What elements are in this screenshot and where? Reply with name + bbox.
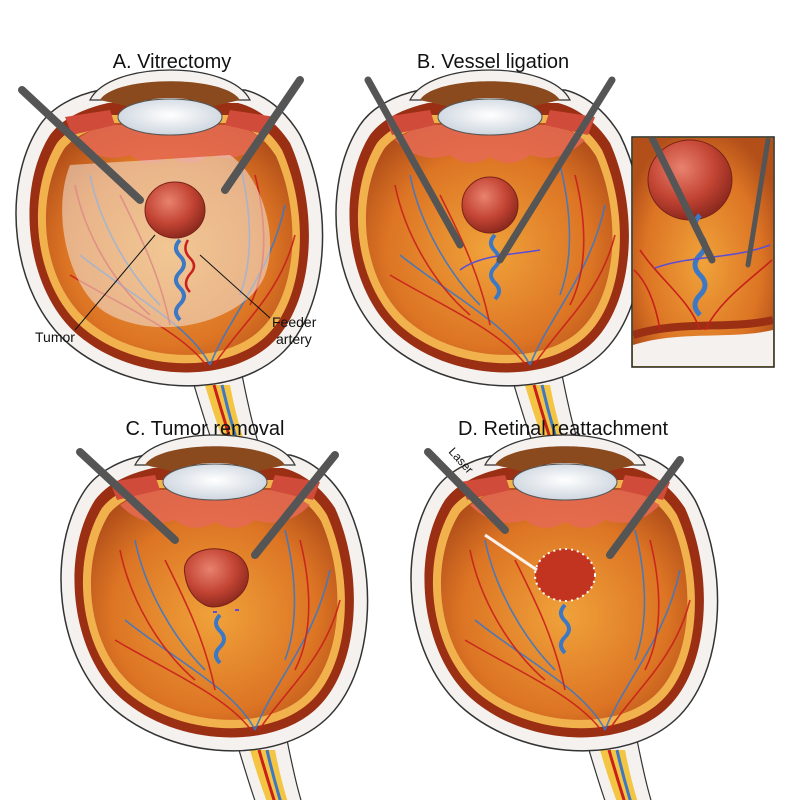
tumor-label: Tumor — [35, 329, 75, 345]
instrument-left — [364, 76, 464, 249]
feeder-artery — [184, 239, 196, 293]
laser-scar — [534, 548, 596, 602]
tumor — [144, 181, 206, 239]
vitreous-haze — [62, 155, 271, 328]
instrument-left — [18, 86, 144, 204]
tumor — [461, 176, 519, 234]
panel-d-title: D. Retinal reattachment — [458, 418, 669, 440]
panel-b-title: B. Vessel ligation — [417, 51, 569, 73]
instrument-right — [496, 76, 616, 264]
instrument-right — [221, 76, 304, 194]
instrument-left — [76, 448, 179, 544]
panel-a-title: A. Vitrectomy — [113, 51, 232, 73]
panel-c: C. Tumor removal — [59, 418, 370, 800]
feeder-artery-label-2: artery — [276, 331, 312, 347]
ligation-suture — [459, 249, 541, 271]
panel-c-title: C. Tumor removal — [126, 418, 285, 440]
feeder-vein — [174, 238, 186, 322]
panel-d: D. Retinal reattachment Laser — [409, 418, 720, 800]
panel-b: B. Vessel ligation — [334, 51, 645, 477]
panel-b-inset — [631, 136, 775, 368]
laser-beam — [484, 533, 538, 572]
instrument-right — [606, 456, 684, 559]
tumor-removed — [183, 548, 249, 608]
instrument-right — [251, 451, 339, 559]
feeder-artery-label-1: Feeder — [272, 314, 317, 330]
panel-a: A. Vitrectomy Tumor Feeder artery — [14, 51, 325, 477]
laser-probe — [424, 448, 509, 534]
